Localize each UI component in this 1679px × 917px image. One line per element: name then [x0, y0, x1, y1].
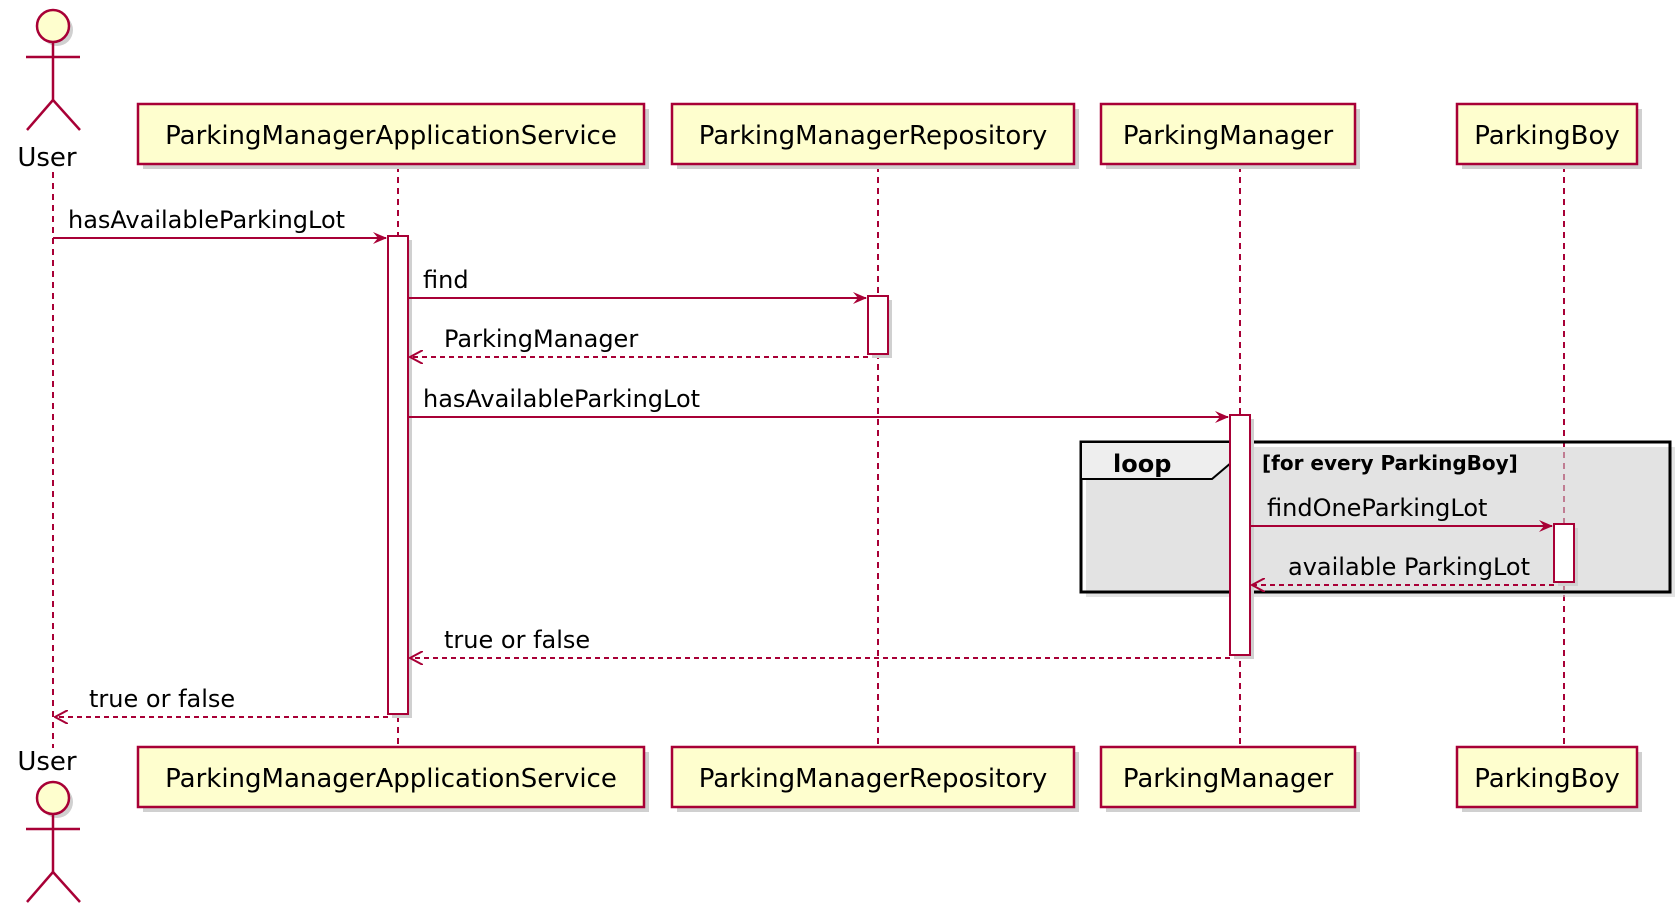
- activation-app: [387, 235, 409, 715]
- loop-keyword: loop: [1113, 450, 1171, 478]
- participant-label: ParkingBoy: [1474, 764, 1620, 794]
- message-label: true or false: [444, 626, 590, 654]
- actor-user-bottom: User: [17, 747, 81, 903]
- participant-label: ParkingManagerRepository: [699, 121, 1048, 151]
- participant-label: ParkingManager: [1123, 764, 1334, 794]
- message-label: available ParkingLot: [1288, 553, 1530, 581]
- activation-repo: [867, 295, 889, 355]
- participant-pb-bottom: ParkingBoy: [1455, 745, 1642, 812]
- participant-app-bottom: ParkingManagerApplicationService: [136, 745, 649, 812]
- message-return-true-or-false-1: true or false: [410, 626, 1230, 658]
- actor-figure-icon: [26, 780, 81, 903]
- actor-label-user-top: User: [17, 143, 77, 173]
- participant-app-top: ParkingManagerApplicationService: [136, 102, 649, 169]
- participant-label: ParkingManagerApplicationService: [165, 121, 617, 151]
- message-return-true-or-false-2: true or false: [55, 685, 388, 717]
- participant-repo-top: ParkingManagerRepository: [670, 102, 1079, 169]
- message-find: find: [408, 266, 867, 304]
- message-return-available-ParkingLot: available ParkingLot: [1252, 553, 1554, 585]
- message-label: hasAvailableParkingLot: [68, 206, 345, 234]
- activation-bars: [387, 235, 1578, 718]
- actor-user-top: User: [17, 8, 81, 173]
- participant-pm-top: ParkingManager: [1099, 102, 1360, 169]
- loop-tab: [1080, 441, 1233, 480]
- message-return-ParkingManager: ParkingManager: [410, 325, 868, 357]
- messages: hasAvailableParkingLot find ParkingManag…: [53, 206, 1554, 717]
- actor-figure-icon: [26, 8, 81, 131]
- loop-fragment: loop [for every ParkingBoy]: [1079, 440, 1675, 597]
- participant-pb-top: ParkingBoy: [1455, 102, 1642, 169]
- participant-label: ParkingManager: [1123, 121, 1334, 151]
- participant-label: ParkingBoy: [1474, 121, 1620, 151]
- message-hasAvailableParkingLot-2: hasAvailableParkingLot: [408, 385, 1229, 423]
- message-label: true or false: [89, 685, 235, 713]
- participant-label: ParkingManagerApplicationService: [165, 764, 617, 794]
- message-label: findOneParkingLot: [1267, 494, 1487, 522]
- message-findOneParkingLot: findOneParkingLot: [1250, 494, 1553, 532]
- participant-repo-bottom: ParkingManagerRepository: [670, 745, 1079, 812]
- activation-pb: [1553, 523, 1575, 583]
- loop-guard: [for every ParkingBoy]: [1262, 451, 1518, 475]
- message-label: hasAvailableParkingLot: [423, 385, 700, 413]
- message-hasAvailableParkingLot-1: hasAvailableParkingLot: [53, 206, 387, 244]
- activation-pm: [1229, 414, 1251, 656]
- message-label: ParkingManager: [444, 325, 638, 353]
- participant-pm-bottom: ParkingManager: [1099, 745, 1360, 812]
- actor-label-user-bottom: User: [17, 747, 77, 777]
- participant-label: ParkingManagerRepository: [699, 764, 1048, 794]
- message-label: find: [423, 266, 469, 294]
